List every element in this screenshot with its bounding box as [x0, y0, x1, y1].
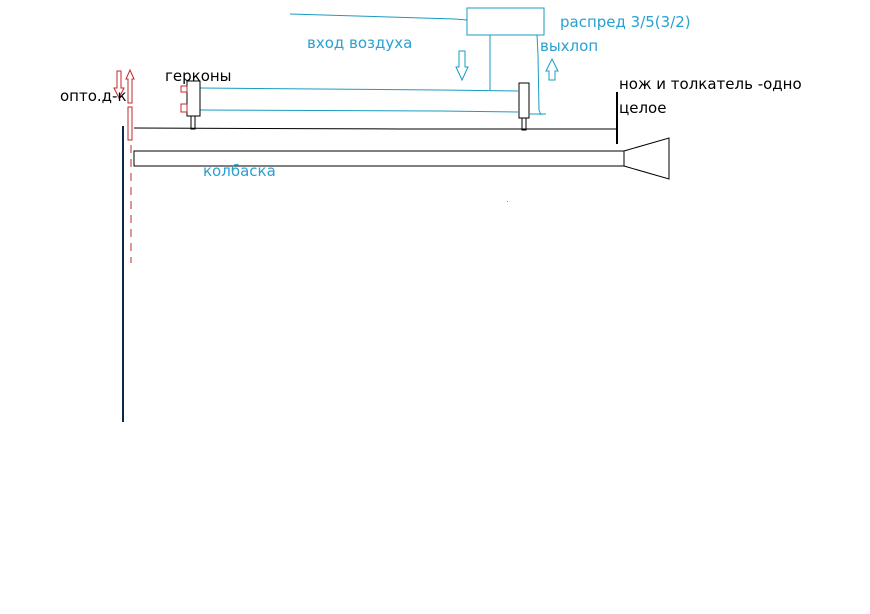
valve-to-cylinder-line-b	[536, 34, 542, 116]
cylinder-top-line	[199, 87, 519, 92]
exhaust-label: выхлоп	[540, 37, 598, 55]
opto-sensor-label: опто.д-к	[60, 87, 127, 105]
exhaust-arrow-icon	[545, 57, 559, 81]
reed-switches-label: герконы	[165, 67, 232, 85]
air-in-arrow-icon	[455, 50, 469, 82]
reed-switch-block-left	[186, 80, 201, 117]
cylinder-bottom-line	[199, 109, 519, 113]
sausage-tube	[133, 150, 625, 167]
piston-block-right	[518, 82, 530, 119]
opto-down-arrow-icon	[113, 70, 125, 100]
distributor-label: распред 3/5(3/2)	[560, 13, 691, 31]
knife-pusher-label-line1: нож и толкатель -одно	[619, 75, 802, 93]
reed-switch-red-bottom	[180, 103, 188, 113]
opto-up-arrow-icon	[125, 68, 135, 104]
stray-dot	[507, 201, 508, 202]
pusher-rod-line	[133, 127, 616, 130]
sausage-label: колбаска	[203, 162, 276, 180]
funnel	[623, 137, 670, 180]
piston-stem-right	[521, 117, 527, 131]
distributor-valve-box	[466, 7, 545, 36]
reed-switch-red-top	[180, 85, 188, 93]
air-inlet-label: вход воздуха	[307, 34, 412, 52]
air-supply-line	[289, 13, 468, 21]
reed-switch-stem-left	[190, 115, 196, 130]
opto-sensor-body	[127, 106, 133, 141]
knife-pusher-label-line2: целое	[619, 99, 666, 117]
